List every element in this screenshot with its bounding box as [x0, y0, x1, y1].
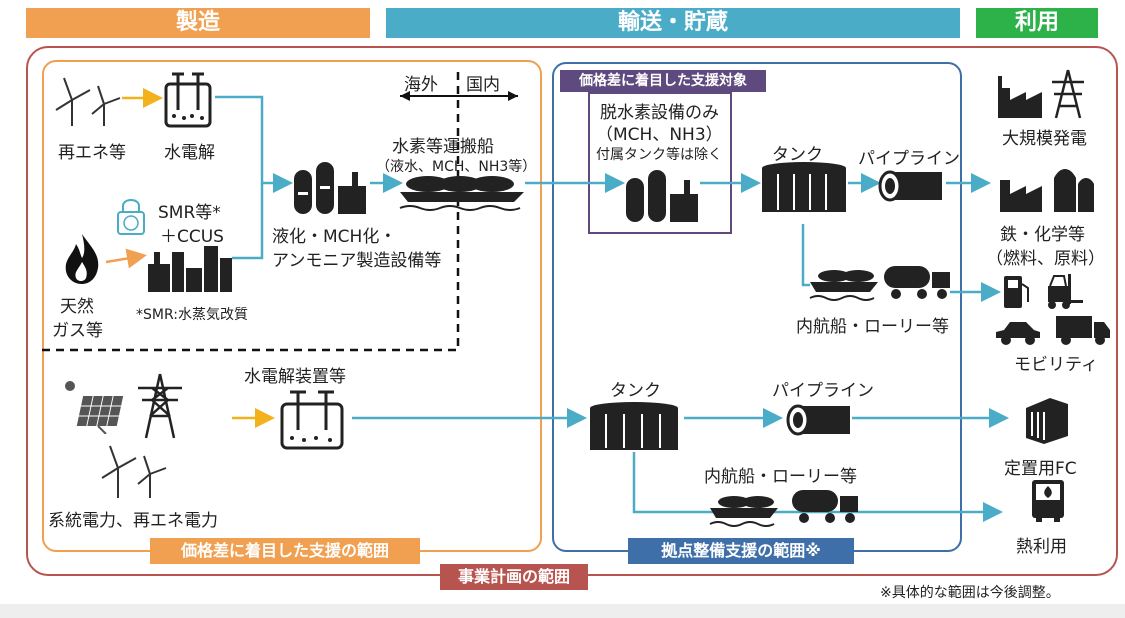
smr-label-2: ＋CCUS — [160, 227, 224, 247]
bottom-bar — [0, 604, 1125, 618]
electrolysis-label: 水電解 — [164, 143, 215, 163]
natural-gas-label-2: ガス等 — [52, 321, 103, 341]
price-gap-scope-badge: 価格差に着目した支援の範囲 — [150, 538, 420, 564]
flame-icon — [65, 234, 99, 284]
forklift-icon — [1048, 274, 1083, 309]
smr-plant-icon — [148, 246, 232, 292]
ship-title: 水素等運搬船 — [392, 137, 494, 157]
tank-top-label: タンク — [772, 145, 823, 165]
smr-label-1: SMR等* — [158, 203, 221, 223]
liquefaction-plant-icon — [294, 162, 366, 214]
electrolyzer-device-icon — [280, 390, 344, 450]
storage-tank-top-icon — [762, 162, 846, 212]
smr-note: *SMR:水蒸気改質 — [136, 307, 248, 323]
natural-gas-label-1: 天然 — [60, 297, 94, 317]
liquefaction-label-2: アンモニア製造設備等 — [272, 251, 442, 271]
hydrogen-station-icon — [1004, 276, 1029, 308]
pipeline-bottom-icon — [786, 404, 850, 436]
ship-subtitle: （液水、MCH、NH3等） — [376, 159, 537, 175]
grid-power-label: 系統電力、再エネ電力 — [48, 511, 218, 531]
pipeline-top-icon — [878, 170, 942, 202]
coastal-ship-bottom-icon — [709, 496, 778, 527]
hub-scope-badge: 拠点整備支援の範囲※ — [628, 538, 854, 564]
solar-panel-icon — [65, 381, 124, 434]
business-plan-scope-badge: 事業計画の範囲 — [440, 564, 588, 590]
coastal-ship-top-icon — [809, 270, 878, 301]
support-target-badge: 価格差に着目した支援対象 — [560, 70, 766, 92]
stationary-fc-label: 定置用FC — [1004, 459, 1077, 479]
footer-note: ※具体的な範囲は今後調整。 — [880, 585, 1060, 601]
mobility-label: モビリティ — [1014, 355, 1098, 375]
storage-tank-bottom-icon — [590, 402, 678, 450]
dehydrogen-label-3: 付属タンク等は除く — [596, 147, 722, 163]
liquefaction-label-1: 液化・MCH化・ — [272, 227, 397, 247]
large-power-label: 大規模発電 — [1002, 129, 1087, 149]
overseas-label: 海外 — [404, 75, 438, 95]
heat-use-label: 熱利用 — [1016, 537, 1067, 557]
transmission-tower-icon — [138, 373, 182, 439]
car-icon — [996, 322, 1040, 345]
boiler-icon — [1032, 480, 1064, 522]
coastal-bottom-label: 内航船・ローリー等 — [704, 467, 857, 487]
pipeline-top-label: パイプライン — [858, 149, 960, 169]
dehydrogenation-plant-icon — [626, 170, 698, 222]
wind-turbine-grid-icon — [101, 445, 167, 498]
domestic-label: 国内 — [466, 75, 500, 95]
tank-bottom-label: タンク — [610, 381, 661, 401]
wind-turbine-icon — [55, 77, 121, 126]
truck-icon — [1056, 316, 1110, 345]
power-plant-icon — [998, 69, 1084, 119]
tank-lorry-top-icon — [884, 266, 950, 299]
support-target-frame — [588, 92, 732, 234]
hydrogen-carrier-ship-icon — [399, 176, 524, 211]
coastal-top-label: 内航船・ローリー等 — [796, 317, 949, 337]
steel-label-2: （燃料、原料） — [986, 249, 1105, 269]
steel-label-1: 鉄・化学等 — [1000, 225, 1085, 245]
factory-icon — [1000, 169, 1094, 212]
electrolyzer-icon — [164, 72, 212, 128]
fuel-cell-icon — [1026, 398, 1068, 444]
electrolysis-device-label: 水電解装置等 — [244, 367, 346, 387]
header-usage: 利用 — [976, 8, 1098, 38]
tank-lorry-bottom-icon — [792, 490, 858, 523]
pipeline-bottom-label: パイプライン — [772, 381, 874, 401]
header-manufacturing: 製造 — [26, 8, 370, 38]
dehydrogen-label-2: （MCH、NH3） — [596, 125, 723, 145]
co2-lock-icon — [117, 199, 145, 235]
header-transport: 輸送・貯蔵 — [386, 8, 960, 38]
dehydrogen-label-1: 脱水素設備のみ — [600, 103, 719, 123]
renewables-label: 再エネ等 — [58, 143, 126, 163]
